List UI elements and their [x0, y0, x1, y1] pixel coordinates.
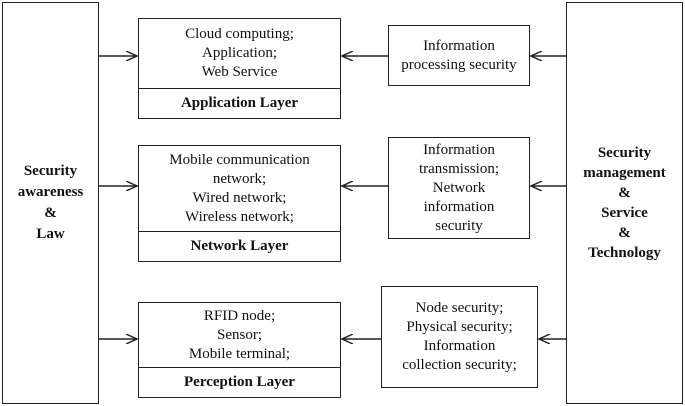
security-awareness-law-panel: Security awareness & Law — [2, 2, 99, 404]
application-layer-box: Cloud computing; Application; Web Servic… — [138, 18, 341, 119]
left-panel-line: & — [44, 205, 57, 221]
layer-item: Sensor; — [217, 326, 262, 343]
right-panel-line: management — [583, 165, 666, 181]
node-physical-collection-security-box: Node security; Physical security; Inform… — [381, 286, 538, 388]
security-line: Node security; — [415, 300, 504, 316]
information-transmission-security-box: Information transmission; Network inform… — [388, 137, 530, 239]
right-panel-line: & — [618, 185, 631, 201]
security-line: security — [435, 217, 483, 234]
security-line: Physical security; — [406, 319, 513, 335]
right-panel-line: Security — [597, 145, 652, 161]
security-line: Information — [423, 141, 495, 158]
layer-item: Wired network; — [192, 189, 287, 206]
left-panel-line: Law — [36, 226, 65, 242]
security-line: processing security — [401, 56, 517, 73]
right-panel-line: & — [618, 225, 631, 241]
layer-item: Wireless network; — [185, 208, 294, 225]
left-panel-line: awareness — [17, 184, 84, 200]
security-line: transmission; — [418, 160, 499, 177]
security-line: Information — [423, 37, 495, 54]
security-management-technology-panel: Security management & Service & Technolo… — [566, 2, 683, 404]
right-panel-line: Technology — [588, 245, 661, 261]
network-layer-title: Network Layer — [139, 231, 340, 261]
layer-item: Web Service — [201, 64, 278, 80]
perception-layer-box: RFID node; Sensor; Mobile terminal; Perc… — [138, 302, 341, 398]
network-layer-box: Mobile communication network; Wired netw… — [138, 145, 341, 262]
security-line: Information — [423, 338, 496, 354]
information-processing-security-box: Information processing security — [388, 25, 530, 86]
security-line: collection security; — [402, 357, 517, 373]
layer-item: Mobile terminal; — [188, 345, 291, 362]
security-line: information — [423, 198, 495, 215]
application-layer-title: Application Layer — [139, 88, 340, 118]
security-line: Network — [432, 179, 486, 196]
layer-item: Mobile communication — [169, 151, 310, 168]
layer-item: RFID node; — [203, 307, 276, 324]
layer-item: Cloud computing; — [185, 26, 294, 42]
layer-item: Application; — [202, 45, 277, 61]
left-panel-line: Security — [23, 163, 78, 179]
layer-item: network; — [212, 170, 267, 187]
perception-layer-title: Perception Layer — [139, 367, 340, 397]
right-panel-line: Service — [601, 205, 648, 221]
